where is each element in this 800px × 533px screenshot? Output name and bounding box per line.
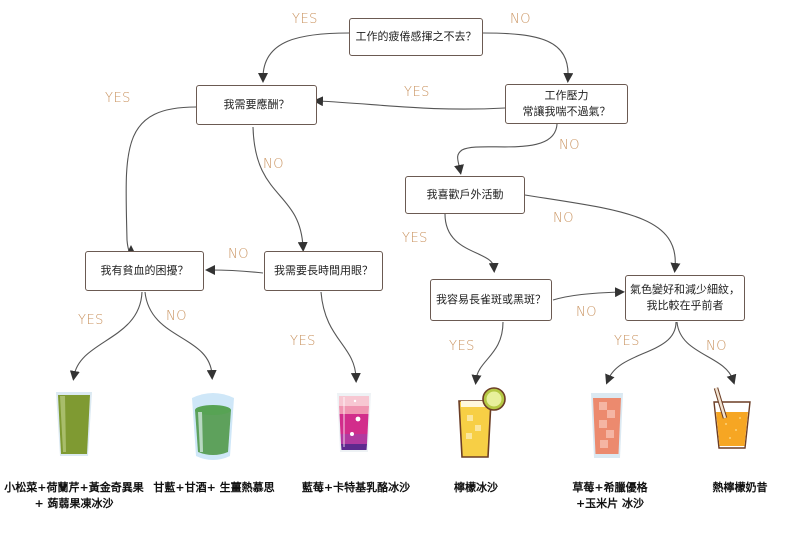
- question-node-freckles: 我容易長雀斑或黑斑？: [430, 279, 552, 321]
- label-q6-no: NO: [228, 247, 249, 262]
- connector-q2-no: [454, 123, 558, 175]
- connector-q8-no: [676, 321, 737, 385]
- question-node-eye-use: 我需要長時間用眼？: [264, 251, 383, 291]
- connector-q4-yes: [444, 213, 499, 273]
- green-smoothie-glass-icon: [56, 392, 92, 456]
- lemon-slush-glass-icon: [458, 387, 506, 458]
- label-q5-no: NO: [166, 309, 187, 324]
- connector-q6-yes: [320, 291, 361, 383]
- connector-q7-yes: [471, 321, 504, 385]
- label-q2-no: NO: [559, 138, 580, 153]
- label-q5-yes: YES: [78, 313, 104, 328]
- result-blueberry-smoothie: 藍莓+卡特基乳酪冰沙: [301, 481, 411, 494]
- label-q7-no: NO: [576, 305, 597, 320]
- label-q4-no: NO: [553, 211, 574, 226]
- label-q6-yes: YES: [290, 334, 316, 349]
- connector-q7-no: [552, 287, 625, 301]
- question-node-work-pressure: 工作壓力 常讓我喘不過氣？: [505, 84, 628, 124]
- label-q1-yes: YES: [292, 12, 318, 27]
- question-node-complexion: 氣色變好和減少細紋， 我比較在乎前者: [625, 275, 745, 321]
- result-lemon-slush: 檸檬冰沙: [454, 481, 498, 494]
- strawberry-smoothie-glass-icon: [591, 393, 623, 458]
- connector-q5-no: [144, 291, 217, 380]
- connector-q5-yes: [69, 291, 143, 381]
- label-q4-yes: YES: [402, 231, 428, 246]
- connector-q2-yes: [313, 96, 506, 110]
- label-q8-yes: YES: [614, 334, 640, 349]
- question-node-anemia: 我有貧血的困擾？: [85, 251, 204, 291]
- result-green-smoothie: 小松菜+荷蘭芹+黃金奇異果 + 蒟蒻果凍冰沙: [4, 481, 144, 510]
- connector-q3-yes: [125, 106, 197, 256]
- lemon-shake-glass-icon: [713, 387, 751, 449]
- connector-q8-yes: [605, 321, 677, 385]
- result-hot-lemon-shake: 熱檸檬奶昔: [712, 481, 768, 494]
- connector-q1-yes: [258, 32, 350, 83]
- result-strawberry-smoothie: 草莓+希臘優格 +玉米片 冰沙: [572, 481, 648, 510]
- connector-q6-no: [205, 265, 264, 276]
- berry-smoothie-glass-icon: [337, 393, 371, 452]
- label-q3-yes: YES: [105, 91, 131, 106]
- label-q8-no: NO: [706, 339, 727, 354]
- label-q3-no: NO: [263, 157, 284, 172]
- connector-q4-no: [524, 194, 681, 273]
- connector-q3-no: [252, 126, 308, 252]
- label-q1-no: NO: [510, 12, 531, 27]
- green-mousse-glass-icon: [192, 393, 234, 460]
- question-node-social: 我需要應酬？: [196, 85, 317, 125]
- connector-q1-no: [482, 32, 574, 83]
- question-node-outdoor: 我喜歡戶外活動: [405, 176, 525, 214]
- label-q7-yes: YES: [449, 339, 475, 354]
- label-q2-yes: YES: [404, 85, 430, 100]
- question-node-fatigue: 工作的疲倦感揮之不去？: [349, 18, 483, 56]
- result-kale-amazake-mousse: 甘藍+甘酒+ 生薑熱慕思: [153, 481, 275, 494]
